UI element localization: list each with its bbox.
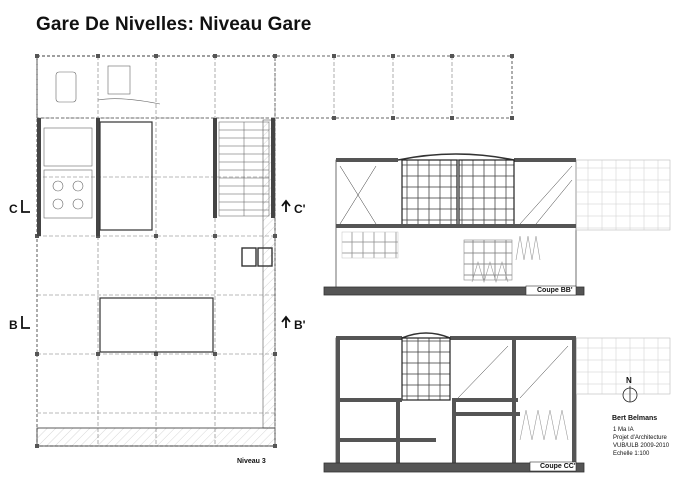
cc-glazing bbox=[401, 337, 451, 401]
title-block-line2: Projet d'Architecture bbox=[613, 435, 667, 441]
bb-ground bbox=[323, 286, 585, 296]
section-marker-c-prime: C' bbox=[294, 202, 306, 216]
section-marker-c: C bbox=[9, 202, 18, 216]
cc-ground bbox=[323, 462, 585, 473]
drawing-title: Gare De Nivelles: Niveau Gare bbox=[36, 14, 312, 35]
title-block-author: Bert Belmans bbox=[612, 415, 658, 422]
section-bb-label: Coupe BB' bbox=[537, 287, 573, 294]
bb-glazing-left bbox=[401, 159, 458, 227]
floor-plan bbox=[35, 54, 514, 448]
arrow-c-left bbox=[21, 200, 30, 213]
section-cc-label: Coupe CC' bbox=[540, 463, 576, 470]
title-block-line3: VUB/ULB 2009-2010 bbox=[613, 443, 670, 449]
arrow-c-right bbox=[281, 199, 291, 212]
section-bb bbox=[323, 153, 671, 296]
plan-level-label: Niveau 3 bbox=[237, 458, 266, 465]
plan-void-middle bbox=[99, 297, 214, 353]
section-arrows bbox=[21, 199, 291, 329]
plan-void-top bbox=[99, 121, 153, 231]
bb-extension bbox=[575, 159, 671, 231]
plan-lift bbox=[241, 247, 273, 267]
north-arrow-label: N bbox=[626, 376, 632, 385]
title-block-scale: Echelle 1:100 bbox=[613, 451, 650, 457]
north-arrow-icon bbox=[622, 386, 638, 403]
arrow-b-right bbox=[281, 315, 291, 328]
section-marker-b-prime: B' bbox=[294, 318, 306, 332]
cc-label-box bbox=[529, 461, 577, 472]
bb-glazing-right bbox=[458, 159, 515, 227]
plan-furniture bbox=[43, 65, 161, 219]
section-cc bbox=[323, 332, 671, 473]
section-marker-b: B bbox=[9, 318, 18, 332]
plan-staircase bbox=[218, 121, 270, 217]
bb-label-box bbox=[525, 285, 577, 296]
plan-grid-horizontals bbox=[37, 117, 275, 414]
plan-walls bbox=[37, 118, 275, 236]
title-block-line1: 1 Ma IA bbox=[613, 427, 634, 433]
cc-extension bbox=[575, 337, 671, 395]
arrow-b-left bbox=[21, 316, 30, 329]
plan-grid-verticals bbox=[97, 56, 453, 446]
